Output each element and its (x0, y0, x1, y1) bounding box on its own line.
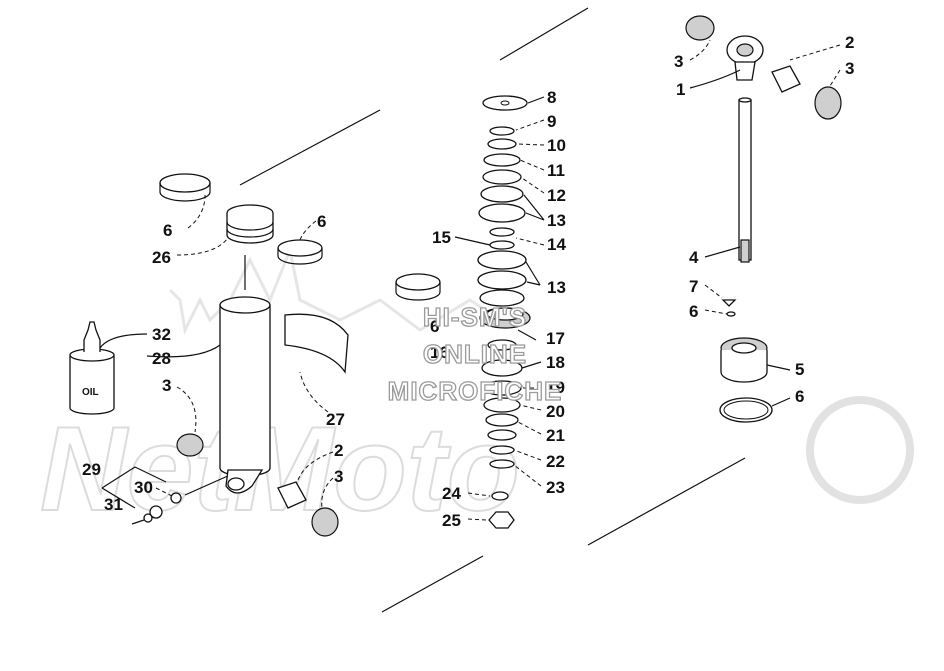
callout: 26 (152, 248, 171, 267)
callout: 4 (689, 248, 699, 267)
callout: 24 (442, 484, 461, 503)
callout: 31 (104, 495, 123, 514)
callout: 17 (546, 329, 565, 348)
callout: 16 (430, 343, 449, 362)
callout: 5 (795, 360, 804, 379)
callout: 6 (430, 317, 439, 336)
callout: 21 (546, 426, 565, 445)
left-assembly: OIL (69, 109, 381, 537)
middle-assembly (381, 7, 746, 613)
callout: 25 (442, 511, 461, 530)
watermark-line2: ONLINE (423, 339, 527, 369)
callout: 3 (334, 467, 343, 486)
text-watermark: HI-SM'S ONLINE MICROFICHE (387, 301, 563, 406)
right-assembly (685, 15, 842, 423)
shock-body-part (219, 305, 271, 477)
callout: 8 (547, 88, 556, 107)
callout: 12 (547, 186, 566, 205)
callout: 32 (152, 325, 171, 344)
o-ring-part (159, 173, 211, 193)
wheel-watermark-icon (806, 396, 914, 504)
callout: 29 (82, 460, 101, 479)
callout: 2 (334, 441, 343, 460)
callout: 28 (152, 349, 171, 368)
skyline-watermark (168, 244, 501, 335)
oil-bottle-part: OIL (69, 321, 115, 415)
callout: 11 (547, 161, 565, 180)
callout: 20 (546, 402, 565, 421)
callout: 2 (845, 33, 854, 52)
brand-watermark: NetMoto (39, 244, 914, 537)
callout: 3 (674, 52, 683, 71)
callout: 14 (547, 235, 566, 254)
callout: 9 (547, 112, 556, 131)
callout: 1 (676, 80, 685, 99)
callout: 22 (546, 452, 565, 471)
callout: 13 (547, 278, 566, 297)
callout: 6 (795, 387, 804, 406)
callout: 10 (547, 136, 566, 155)
callout: 23 (546, 478, 565, 497)
brand-watermark-text: NetMoto (40, 402, 520, 536)
callout: 13 (547, 211, 566, 230)
callout: 6 (317, 212, 326, 231)
callout: 18 (546, 353, 565, 372)
callout: 6 (163, 221, 172, 240)
oil-bottle-label: OIL (82, 387, 99, 398)
callout: 3 (162, 376, 171, 395)
label-sheet-part (284, 313, 349, 374)
callout: 19 (546, 378, 565, 397)
callout: 27 (326, 410, 345, 429)
callout: 3 (845, 59, 854, 78)
callout-labels: 6 26 6 32 28 3 27 2 3 29 30 31 8 9 10 11… (82, 33, 854, 530)
callout: 30 (134, 478, 153, 497)
watermark-line3: MICROFICHE (388, 376, 563, 406)
callout: 7 (689, 277, 698, 296)
callout: 6 (689, 302, 698, 321)
watermark-line1: HI-SM'S (423, 302, 527, 332)
callout: 15 (432, 228, 451, 247)
